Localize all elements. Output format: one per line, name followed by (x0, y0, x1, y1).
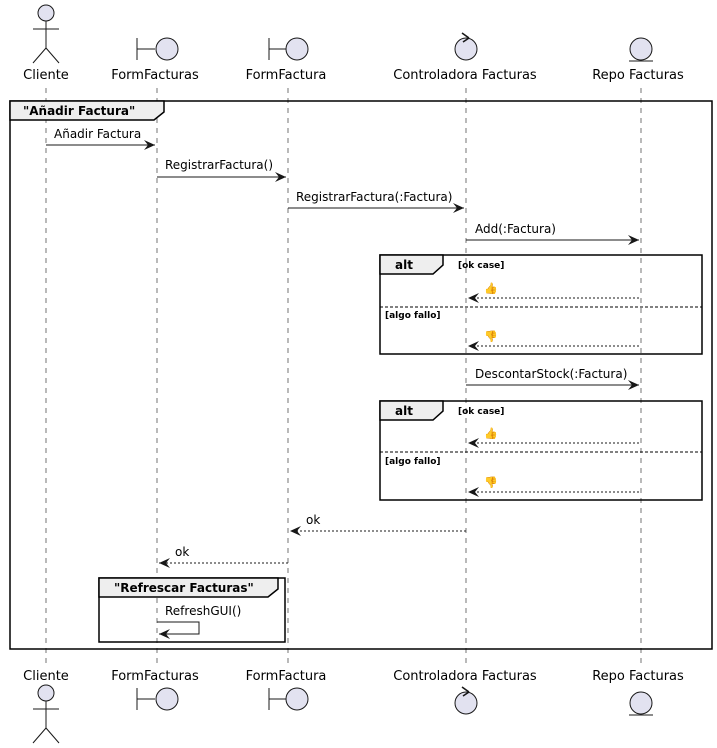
control-icon (454, 32, 478, 61)
message-label: Añadir Factura (54, 127, 141, 141)
message-label: ok (306, 513, 320, 527)
message-refresh-gui: RefreshGUI() (157, 604, 241, 639)
boundary-icon (136, 37, 179, 61)
message-label: RefreshGUI() (165, 604, 241, 618)
group-frame-anadir: "Añadir Factura" (9, 100, 713, 650)
participants-top: Cliente FormFacturas FormFactura Control… (23, 4, 684, 83)
boundary-icon (268, 687, 309, 711)
guard-fail: [algo fallo] (385, 311, 441, 321)
participant-name-repo: Repo Facturas (592, 669, 684, 684)
thumbs-down-icon: 👎 (484, 476, 498, 489)
thumbs-down-icon: 👎 (484, 330, 498, 343)
participant-name-controladora: Controladora Facturas (393, 669, 537, 684)
guard-ok: [ok case] (458, 261, 504, 271)
message-label: Add(:Factura) (475, 222, 556, 236)
participant-name-controladora: Controladora Facturas (393, 68, 537, 83)
message-registrar-factura-param: RegistrarFactura(:Factura) (288, 190, 464, 213)
message-label: DescontarStock(:Factura) (475, 367, 627, 381)
thumbs-up-icon: 👍 (484, 427, 498, 440)
lifelines (45, 88, 642, 664)
entity-icon (629, 691, 653, 716)
boundary-icon (136, 687, 179, 711)
alt-keyword: alt (395, 404, 413, 418)
message-anadir-factura: Añadir Factura (46, 127, 155, 150)
alt-block-2: alt [ok case] 👍 [algo fallo] 👎 (379, 400, 703, 501)
participants-bottom: Cliente FormFacturas FormFactura Control… (23, 669, 684, 744)
entity-icon (629, 37, 653, 62)
guard-ok: [ok case] (458, 407, 504, 417)
message-descontar-stock: DescontarStock(:Factura) (466, 367, 639, 390)
group-label-anadir: "Añadir Factura" (23, 104, 135, 118)
control-icon (454, 686, 478, 715)
boundary-icon (268, 37, 309, 61)
group-label-refrescar: "Refrescar Facturas" (114, 581, 254, 595)
actor-icon (32, 684, 60, 744)
participant-name-repo: Repo Facturas (592, 68, 684, 83)
message-reply-ok-1: ok (290, 513, 466, 536)
alt-keyword: alt (395, 258, 413, 272)
participant-name-cliente: Cliente (23, 68, 69, 83)
actor-icon (32, 4, 60, 64)
message-label: ok (175, 545, 189, 559)
thumbs-up-icon: 👍 (484, 282, 498, 295)
message-registrar-factura: RegistrarFactura() (157, 158, 286, 182)
participant-name-formfacturas: FormFacturas (111, 669, 199, 684)
message-reply-ok-2: ok (159, 545, 288, 568)
guard-fail: [algo fallo] (385, 457, 441, 467)
alt-block-1: alt [ok case] 👍 [algo fallo] 👎 (379, 254, 703, 355)
message-label: RegistrarFactura(:Factura) (296, 190, 452, 204)
participant-name-formfactura: FormFactura (246, 68, 327, 83)
message-add: Add(:Factura) (466, 222, 639, 245)
participant-name-cliente: Cliente (23, 669, 69, 684)
participant-name-formfacturas: FormFacturas (111, 68, 199, 83)
message-label: RegistrarFactura() (165, 158, 273, 172)
participant-name-formfactura: FormFactura (246, 669, 327, 684)
group-frame-refrescar: "Refrescar Facturas" (98, 577, 286, 643)
